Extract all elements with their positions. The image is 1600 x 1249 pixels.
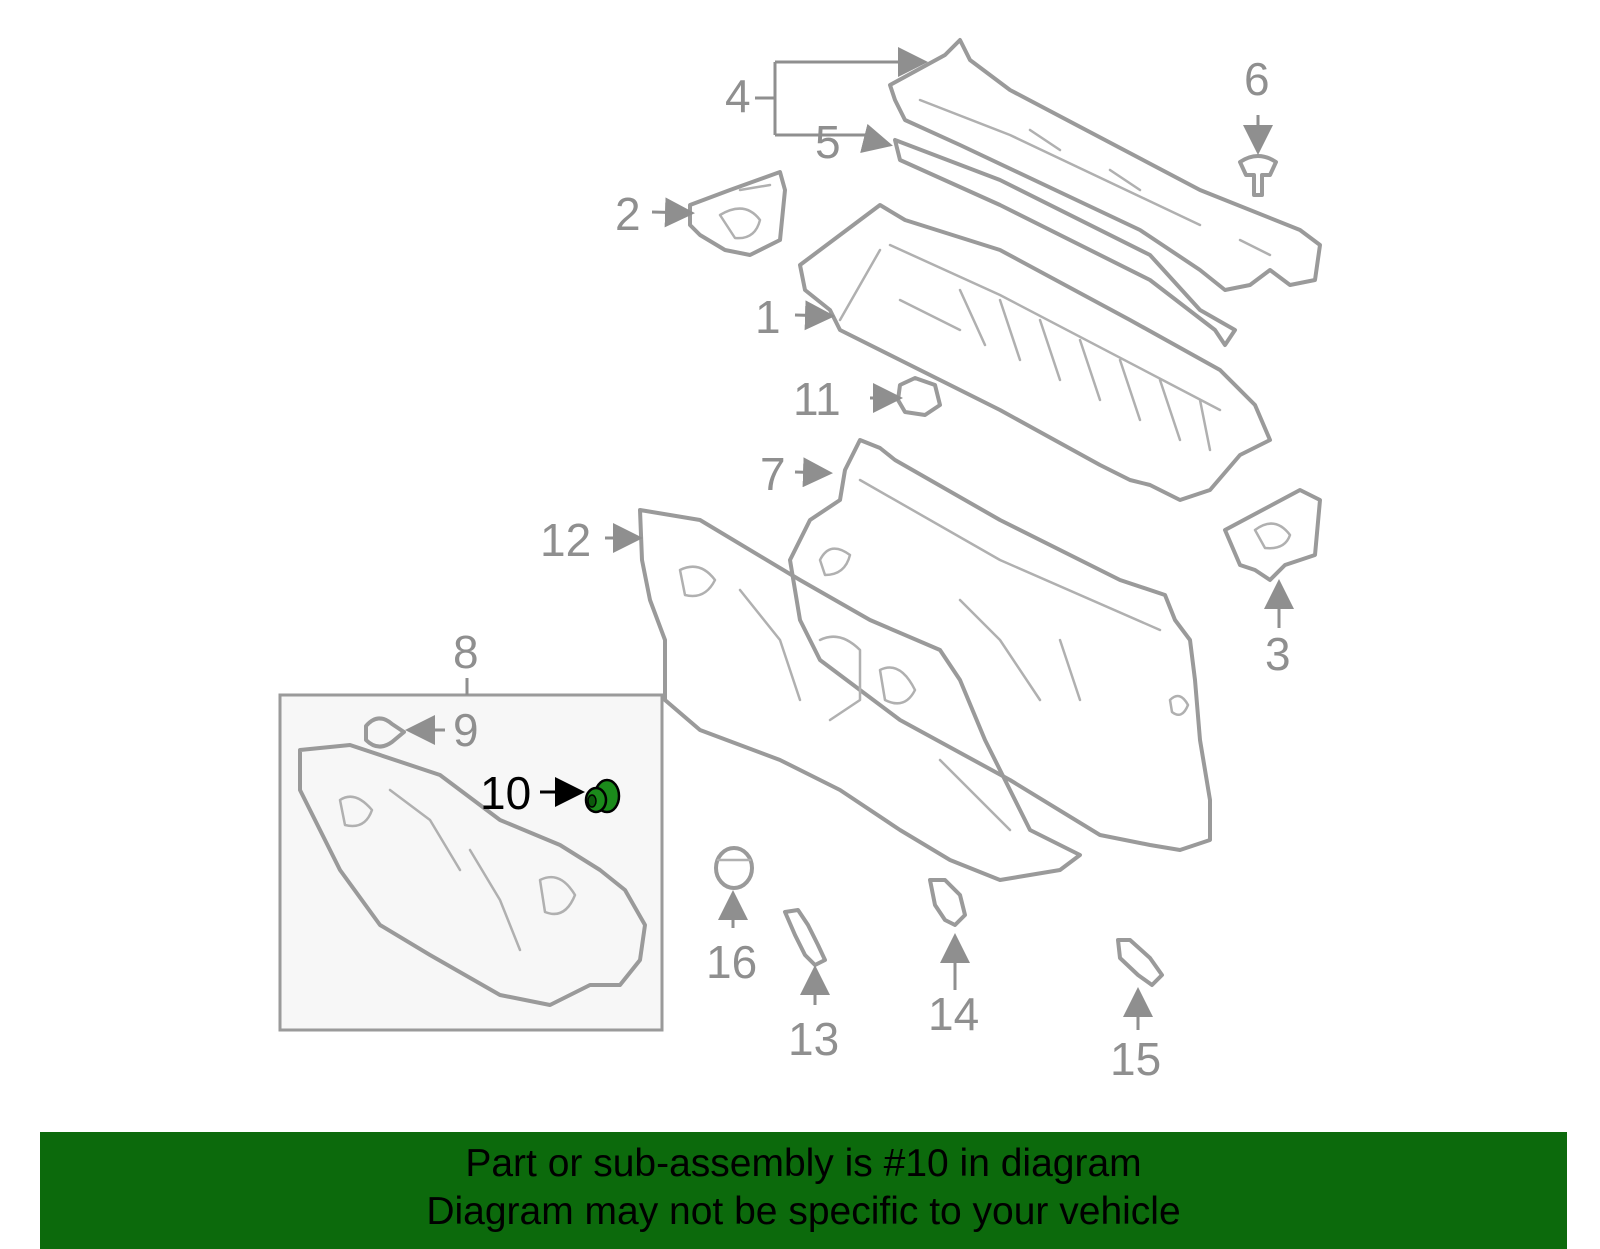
callout-6[interactable]: 6 [1244,53,1270,105]
part-2-bracket [688,170,787,257]
leader-lines [405,62,1294,1030]
part-4-cowl-top [888,38,1322,292]
callout-2[interactable]: 2 [615,188,641,240]
part-6-clip [1238,154,1278,197]
callout-13[interactable]: 13 [788,1013,839,1065]
callout-15[interactable]: 15 [1110,1033,1161,1085]
part-14-clip [928,878,967,927]
part-11-bracket [896,376,942,417]
banner-line-part-number: Part or sub-assembly is #10 in diagram [465,1142,1142,1185]
callout-5[interactable]: 5 [815,116,841,168]
callout-labels: 4 5 6 2 1 11 7 12 3 8 9 10 16 13 14 15 [453,53,1291,1085]
part-8-kit-box [278,693,664,1032]
callout-8[interactable]: 8 [453,626,479,678]
callout-4[interactable]: 4 [725,70,751,122]
part-10-grommet [584,778,621,814]
info-banner: Part or sub-assembly is #10 in diagram D… [40,1132,1567,1249]
part-15-clip [1116,938,1164,987]
callout-12[interactable]: 12 [540,514,591,566]
part-12-insulator [638,508,1082,882]
part-3-bracket [1223,488,1322,582]
callout-7[interactable]: 7 [760,448,786,500]
callout-10-highlighted[interactable]: 10 [480,767,531,819]
callout-3[interactable]: 3 [1265,628,1291,680]
callout-14[interactable]: 14 [928,988,979,1040]
banner-line-disclaimer: Diagram may not be specific to your vehi… [426,1190,1181,1233]
callout-9[interactable]: 9 [453,704,479,756]
part-16-plug [714,846,754,890]
callout-1[interactable]: 1 [755,291,781,343]
part-5-cowl-strip [893,138,1237,347]
part-13-clip [783,908,827,967]
callout-16[interactable]: 16 [706,936,757,988]
part-9-clip [364,716,406,749]
parts-diagram: 4 5 6 2 1 11 7 12 3 8 9 10 16 13 14 15 [278,0,1322,1085]
callout-11[interactable]: 11 [793,373,841,425]
part-1-cowl-panel [798,203,1272,502]
part-7-dash-panel [788,438,1212,852]
